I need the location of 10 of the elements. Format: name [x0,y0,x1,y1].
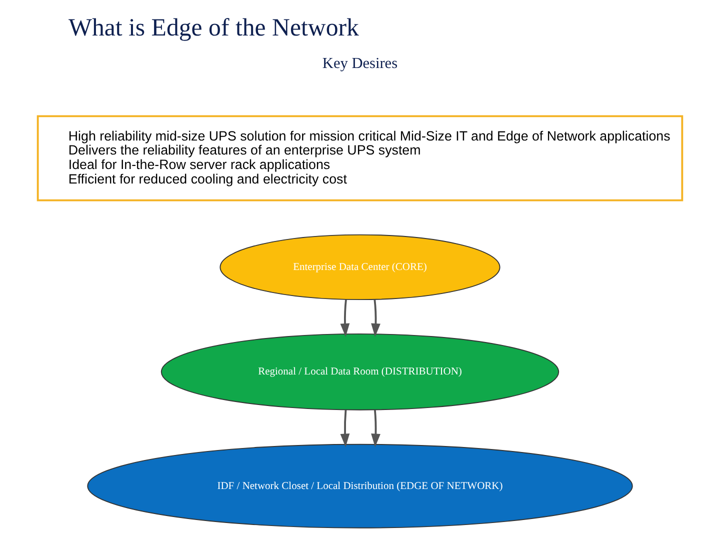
arrow [340,410,350,448]
node-ellipse: Regional / Local Data Room (DISTRIBUTION) [160,333,560,410]
diagram-title: What is Edge of the Network [68,14,359,42]
arrow [371,299,380,337]
arrow [340,299,350,337]
node-box: High reliability mid-size UPS solution for mission critical Mid-Size IT and Edge of Network applications Delivers the reliability features of an enterprise UPS system Ideal for In-the-Row server rack applications Efficient for reduced cooling and electricity cost [36,115,684,202]
arrow [371,410,380,448]
node-ellipse: IDF / Network Closet / Local Distribution (EDGE OF NETWORK) [87,444,633,528]
label: Key Desires [322,55,398,72]
node-ellipse: Enterprise Data Center (CORE) [220,234,500,300]
